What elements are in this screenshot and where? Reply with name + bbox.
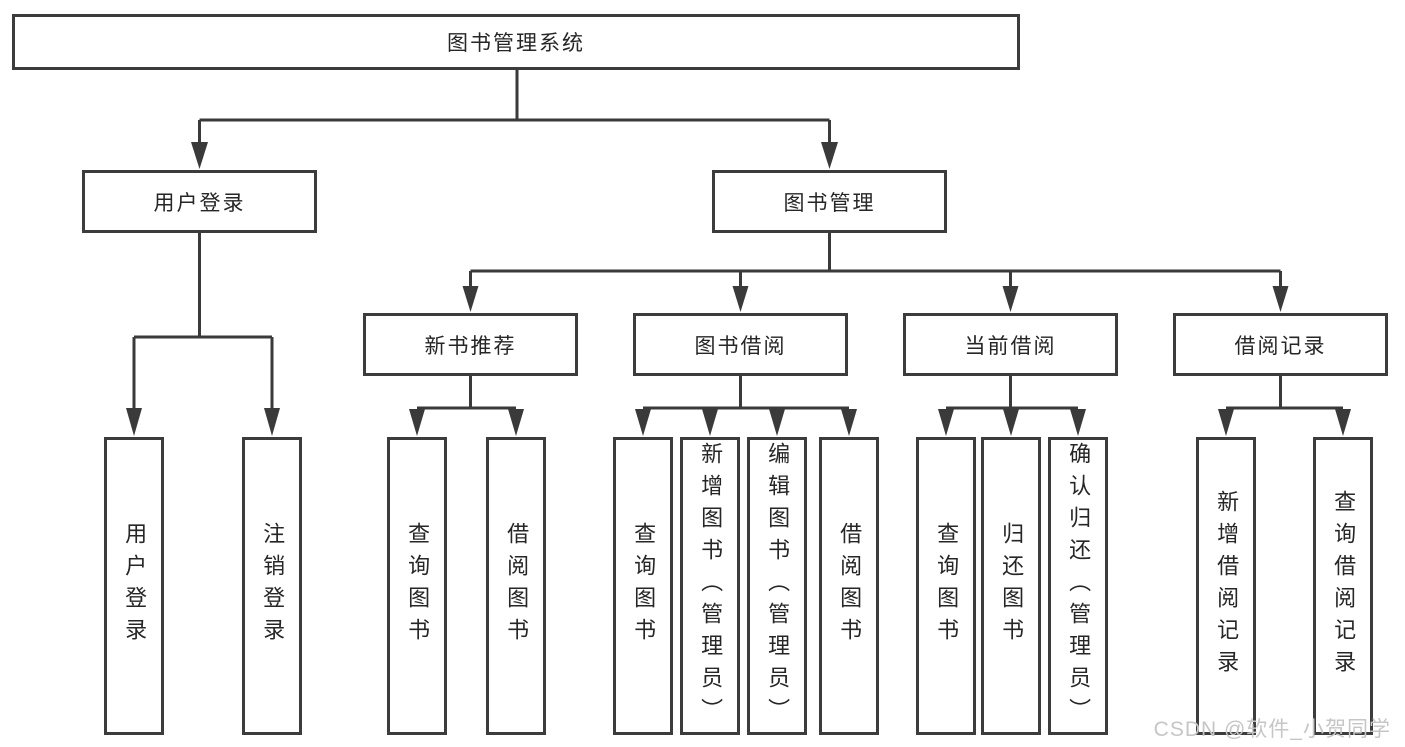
node-borrow-records: 借阅记录 (1173, 313, 1388, 376)
node-label: 图书管理系统 (447, 32, 585, 55)
leaf-confirm-return-admin: 确认归还（管理员） (1048, 437, 1108, 735)
leaf-add-borrow-record: 新增借阅记录 (1196, 437, 1256, 735)
node-label: 当前借阅 (964, 334, 1057, 358)
leaf-add-books-admin: 新增图书（管理员） (680, 437, 740, 735)
leaf-borrow-books: 借阅图书 (819, 437, 879, 735)
leaf-query-books-current: 查询图书 (916, 437, 976, 735)
node-book-management: 图书管理 (712, 170, 947, 233)
node-user-login: 用户登录 (82, 170, 317, 233)
node-label: 归还图书 (999, 522, 1025, 650)
leaf-return-books: 归还图书 (981, 437, 1041, 735)
leaf-query-books-recommend: 查询图书 (387, 437, 447, 735)
node-label: 注销登录 (260, 522, 286, 650)
node-label: 查询图书 (934, 522, 960, 650)
csdn-watermark: CSDN @软件_小贺同学 (1153, 718, 1391, 741)
node-label: 新增借阅记录 (1214, 490, 1240, 682)
node-label: 用户登录 (153, 191, 246, 215)
node-label: 图书管理 (783, 191, 876, 215)
node-label: 编辑图书（管理员） (765, 442, 791, 730)
node-label: 查询图书 (405, 522, 431, 650)
node-current-borrow: 当前借阅 (903, 313, 1118, 376)
node-root-system: 图书管理系统 (12, 14, 1020, 70)
leaf-query-books-borrow: 查询图书 (613, 437, 673, 735)
node-label: 用户登录 (122, 522, 148, 650)
node-label: 查询图书 (631, 522, 657, 650)
node-label: 确认归还（管理员） (1066, 442, 1092, 730)
node-book-borrow: 图书借阅 (633, 313, 848, 376)
leaf-borrow-books-recommend: 借阅图书 (486, 437, 546, 735)
leaf-query-borrow-record: 查询借阅记录 (1313, 437, 1373, 735)
node-label: 查询借阅记录 (1331, 490, 1357, 682)
leaf-logout: 注销登录 (242, 437, 302, 735)
node-label: 图书借阅 (694, 334, 787, 358)
node-label: 借阅图书 (837, 522, 863, 650)
node-label: 借阅记录 (1234, 334, 1327, 358)
leaf-user-login: 用户登录 (104, 437, 164, 735)
node-label: 新书推荐 (424, 334, 517, 358)
node-new-book-recommend: 新书推荐 (363, 313, 578, 376)
node-label: 借阅图书 (504, 522, 530, 650)
leaf-edit-books-admin: 编辑图书（管理员） (747, 437, 807, 735)
node-label: 新增图书（管理员） (698, 442, 724, 730)
